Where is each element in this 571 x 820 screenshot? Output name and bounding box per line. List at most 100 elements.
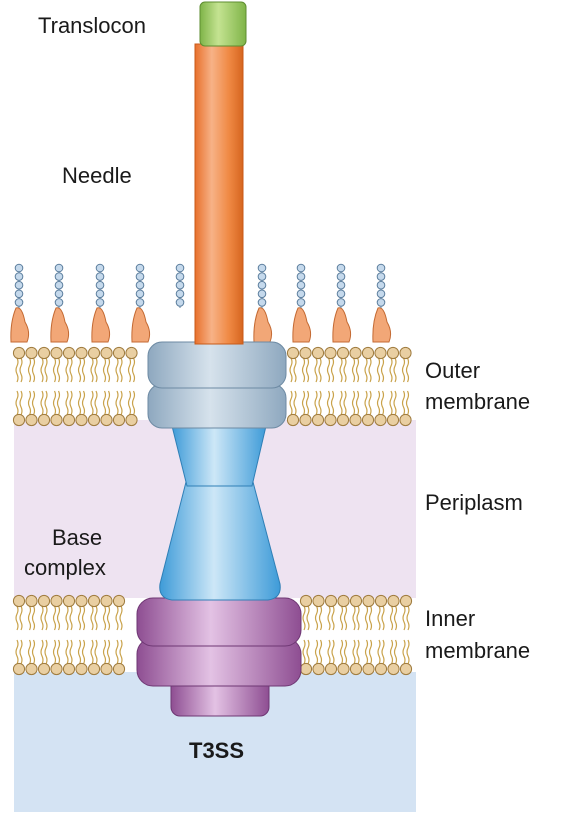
lipid-tail xyxy=(15,390,23,416)
t3ss-apparatus xyxy=(136,1,302,717)
lipid-tail xyxy=(389,390,397,416)
base-complex-label-line2: complex xyxy=(24,555,106,580)
lipid-head xyxy=(100,346,113,360)
lipid-head xyxy=(12,346,26,360)
lipid-head xyxy=(62,662,76,676)
lipid-head xyxy=(324,413,337,427)
lipid-head xyxy=(112,413,126,427)
lipid-head xyxy=(25,662,38,676)
lipid-tail xyxy=(339,390,347,416)
inner-membrane-label-line2: membrane xyxy=(425,638,531,663)
lps-sugar xyxy=(14,289,24,299)
lps-core xyxy=(50,307,70,343)
lipid-tail xyxy=(302,639,310,665)
lipid-head xyxy=(299,346,312,360)
lipid-tail xyxy=(326,390,335,416)
lps-sugar xyxy=(175,289,185,299)
needle xyxy=(194,43,244,345)
lps-sugar xyxy=(336,280,346,290)
lps-molecule xyxy=(332,263,352,343)
lps-sugar xyxy=(296,263,306,273)
lps-molecule xyxy=(372,263,392,343)
lipid-tail xyxy=(65,390,73,416)
lipid-tail xyxy=(27,357,36,383)
lipid-tail xyxy=(339,639,348,665)
base-complex-label-line1: Base xyxy=(52,525,103,550)
lipid-head xyxy=(25,346,38,360)
lipid-tail xyxy=(15,639,23,665)
lipid-head xyxy=(125,346,138,360)
lps-sugar xyxy=(336,263,346,273)
lps-sugar xyxy=(135,289,145,299)
lipid-tail xyxy=(102,605,111,631)
needle-label: Needle xyxy=(62,163,132,188)
lipid-tail xyxy=(115,357,123,383)
lipid-tail xyxy=(77,357,86,383)
lipid-head xyxy=(37,662,51,676)
translocon-label: Translocon xyxy=(38,13,147,38)
lipid-tail xyxy=(376,357,385,383)
lipid-head xyxy=(349,346,362,360)
lps-sugar xyxy=(54,280,64,290)
lipid-tail xyxy=(364,357,372,383)
lipid-tail xyxy=(289,357,297,383)
lipid-tail xyxy=(127,390,136,416)
lipid-head xyxy=(399,346,412,360)
lipid-head xyxy=(374,594,388,608)
lipid-head xyxy=(112,346,126,360)
lps-molecule xyxy=(50,263,70,343)
lps-molecule xyxy=(91,263,111,343)
lipid-head xyxy=(75,594,88,608)
lipid-tail xyxy=(364,605,373,631)
outer-membrane-bilayer xyxy=(12,346,412,427)
lps-molecule xyxy=(131,263,151,343)
lps-sugar xyxy=(336,298,346,307)
lipid-head xyxy=(311,413,325,427)
lipid-tail xyxy=(40,390,48,416)
lipid-head xyxy=(62,413,76,427)
lipid-head xyxy=(62,594,76,608)
lipid-head xyxy=(299,413,312,427)
lipid-head xyxy=(336,413,350,427)
lps-sugar xyxy=(257,263,267,273)
lps-sugar xyxy=(175,298,185,307)
lipid-head xyxy=(75,413,88,427)
lps-sugar xyxy=(54,298,64,307)
lps-sugar xyxy=(257,289,267,299)
lipid-tail xyxy=(52,639,61,665)
lipid-tail xyxy=(40,639,48,665)
lipid-tail xyxy=(301,357,310,383)
lipid-tail xyxy=(402,639,410,665)
lipid-head xyxy=(312,594,325,608)
lipid-tail xyxy=(376,390,385,416)
lipid-tail xyxy=(115,390,123,416)
lipid-head xyxy=(25,413,38,427)
lipid-tail xyxy=(314,639,323,665)
lipid-tail xyxy=(102,357,111,383)
lipid-head xyxy=(12,662,26,676)
lipid-head xyxy=(361,413,375,427)
lipid-head xyxy=(324,346,337,360)
lipid-tail xyxy=(90,639,98,665)
lipid-head xyxy=(87,662,101,676)
lipid-tail xyxy=(90,605,98,631)
lipid-tail xyxy=(326,357,335,383)
lipid-tail xyxy=(301,390,310,416)
lipid-head xyxy=(50,594,63,608)
lipid-head xyxy=(286,413,300,427)
lipid-head xyxy=(37,594,51,608)
outer-ring-upper xyxy=(147,341,287,389)
lipid-tail xyxy=(52,605,61,631)
lipid-head xyxy=(100,662,113,676)
lipid-tail xyxy=(314,357,322,383)
lps-sugar xyxy=(336,289,346,299)
lipid-head xyxy=(299,594,313,608)
lps-sugar xyxy=(257,272,267,281)
outer-ring-lower xyxy=(147,383,287,429)
lipid-tail xyxy=(90,390,98,416)
lipid-head xyxy=(87,346,101,360)
lipid-tail xyxy=(389,605,398,631)
lps-core xyxy=(292,307,312,343)
lipid-head xyxy=(12,413,26,427)
